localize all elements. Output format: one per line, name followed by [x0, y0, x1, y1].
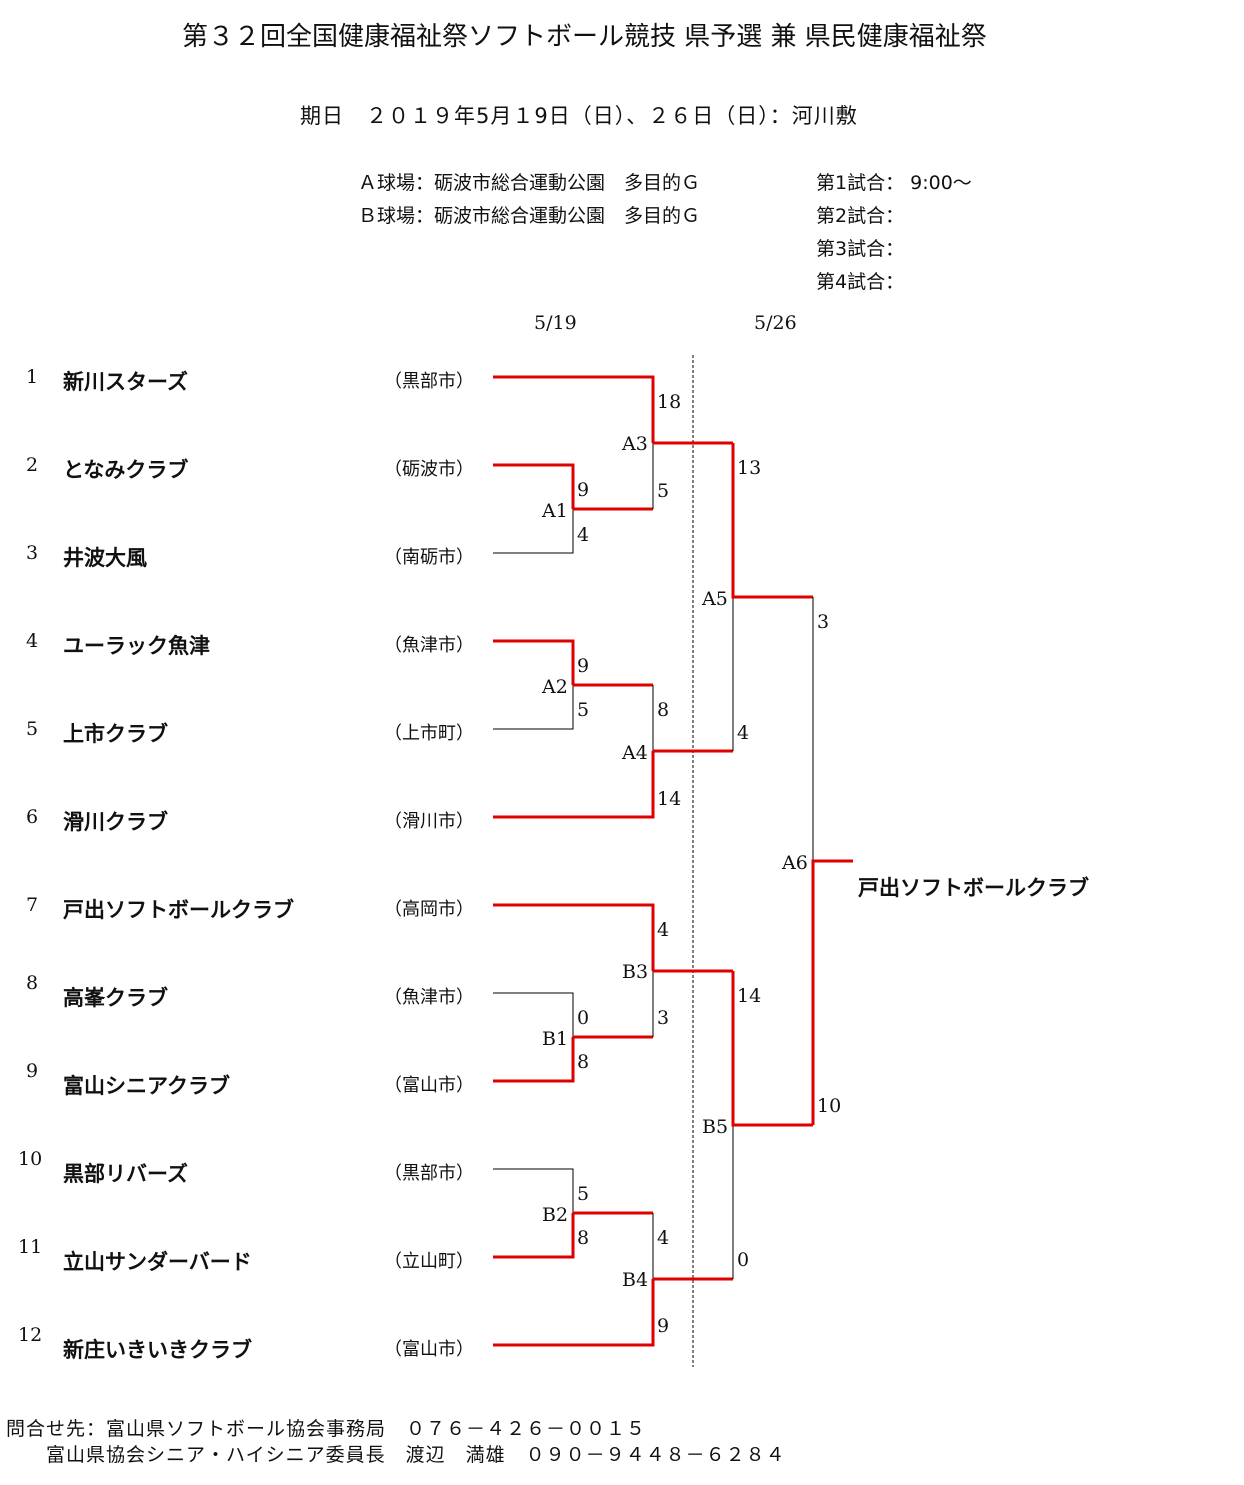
score-bottom: 4 — [577, 524, 589, 546]
team-name: 滑川クラブ — [63, 810, 168, 834]
team-city: （富山市） — [384, 1339, 474, 1360]
team-city: （南砺市） — [384, 547, 474, 568]
team-number: 10 — [18, 1148, 43, 1170]
contact-line-2: 富山県協会シニア・ハイシニア委員長 渡辺 満雄 ０９０－９４４８－６２８４ — [46, 1444, 786, 1466]
match-label: B5 — [702, 1116, 728, 1138]
match-a1: A1 9 4 — [493, 463, 653, 554]
team-name: 戸出ソフトボールクラブ — [63, 898, 294, 922]
score-top: 9 — [577, 655, 589, 677]
team-city: （滑川市） — [384, 811, 474, 832]
team-number: 7 — [26, 894, 39, 916]
score-bottom: 8 — [577, 1051, 589, 1073]
team-city: （黒部市） — [384, 1163, 474, 1184]
team-city: （黒部市） — [384, 371, 474, 392]
contact-line-1: 問合せ先：富山県ソフトボール協会事務局 ０７６－４２６－００１５ — [6, 1418, 647, 1440]
team-city: （砺波市） — [384, 459, 474, 480]
team-name: 富山シニアクラブ — [63, 1074, 230, 1098]
match-label: B2 — [542, 1204, 568, 1226]
match-label: A1 — [541, 500, 568, 522]
team-number: 12 — [18, 1324, 43, 1346]
match-label: A4 — [621, 742, 648, 764]
match-label: A2 — [541, 676, 568, 698]
team-number: 3 — [26, 542, 39, 564]
team-name: 上市クラブ — [63, 722, 168, 746]
score-top: 8 — [657, 699, 669, 721]
team-number: 1 — [26, 366, 39, 388]
score-top: 9 — [577, 479, 589, 501]
match-b2: B2 5 8 — [493, 1168, 653, 1259]
team-name: となみクラブ — [63, 458, 189, 482]
score-top: 0 — [577, 1007, 589, 1029]
team-name: 井波大風 — [63, 546, 147, 570]
team-name: ユーラック魚津 — [63, 634, 210, 658]
score-bottom: 0 — [737, 1249, 749, 1271]
team-number: 4 — [26, 630, 39, 652]
team-number: 11 — [18, 1236, 43, 1258]
score-bottom: 14 — [657, 788, 681, 810]
schedule-3: 第3試合： — [816, 238, 905, 260]
team-city: （魚津市） — [384, 987, 474, 1008]
score-bottom: 3 — [657, 1007, 669, 1029]
date-line: 期日 ２０１９年5月１9日（日）、２６日（日）：河川敷 — [300, 104, 858, 128]
score-bottom: 10 — [817, 1095, 841, 1117]
match-b4: B4 4 9 — [493, 1213, 733, 1347]
match-b3: B3 4 3 — [493, 903, 733, 1037]
team-number: 5 — [26, 718, 39, 740]
score-top: 5 — [577, 1183, 589, 1205]
match-label: B1 — [542, 1028, 568, 1050]
team-city: （上市町） — [384, 723, 474, 744]
team-city: （立山町） — [384, 1251, 474, 1272]
match-label: A5 — [701, 588, 728, 610]
match-a4: A4 8 14 — [493, 685, 733, 819]
team-number: 6 — [26, 806, 39, 828]
team-name: 新川スターズ — [63, 370, 188, 394]
match-b5: B5 14 0 — [702, 971, 813, 1279]
round1-date: 5/19 — [534, 312, 577, 334]
team-name: 高峯クラブ — [63, 986, 168, 1010]
score-top: 18 — [657, 391, 681, 413]
score-bottom: 5 — [577, 699, 589, 721]
score-bottom: 9 — [657, 1315, 669, 1337]
champion-name: 戸出ソフトボールクラブ — [858, 876, 1089, 900]
team-city: （高岡市） — [384, 899, 474, 920]
team-name: 新庄いきいきクラブ — [63, 1338, 252, 1362]
match-a3: A3 18 5 — [493, 375, 733, 509]
score-top: 14 — [737, 985, 761, 1007]
team-name: 立山サンダーバード — [63, 1250, 252, 1274]
score-top: 3 — [817, 611, 829, 633]
team-number: 8 — [26, 972, 39, 994]
match-a2: A2 9 5 — [493, 639, 653, 730]
schedule-2: 第2試合： — [816, 205, 905, 227]
match-b1: B1 0 8 — [493, 992, 653, 1083]
team-city: （富山市） — [384, 1075, 474, 1096]
venue-a: Ａ球場：砺波市総合運動公園 多目的Ｇ — [358, 172, 701, 194]
team-number: 9 — [26, 1060, 39, 1082]
schedule-1: 第1試合： 9:00～ — [816, 172, 972, 194]
match-a6-final: A6 3 10 — [781, 597, 853, 1125]
score-bottom: 8 — [577, 1227, 589, 1249]
team-city: （魚津市） — [384, 635, 474, 656]
venue-b: Ｂ球場：砺波市総合運動公園 多目的Ｇ — [358, 205, 701, 227]
team-number: 2 — [26, 454, 39, 476]
match-label: A3 — [621, 433, 648, 455]
page-title: 第３２回全国健康福祉祭ソフトボール競技 県予選 兼 県民健康福祉祭 — [182, 22, 987, 52]
score-top: 4 — [657, 919, 669, 941]
score-top: 4 — [657, 1227, 669, 1249]
score-bottom: 5 — [657, 480, 669, 502]
match-label: B4 — [622, 1269, 648, 1291]
team-name: 黒部リバーズ — [63, 1162, 188, 1186]
schedule-4: 第4試合： — [816, 271, 905, 293]
match-label: B3 — [622, 961, 648, 983]
match-label: A6 — [781, 852, 808, 874]
match-a5: A5 13 4 — [701, 443, 813, 751]
round2-date: 5/26 — [754, 312, 797, 334]
score-bottom: 4 — [737, 722, 749, 744]
score-top: 13 — [737, 457, 761, 479]
